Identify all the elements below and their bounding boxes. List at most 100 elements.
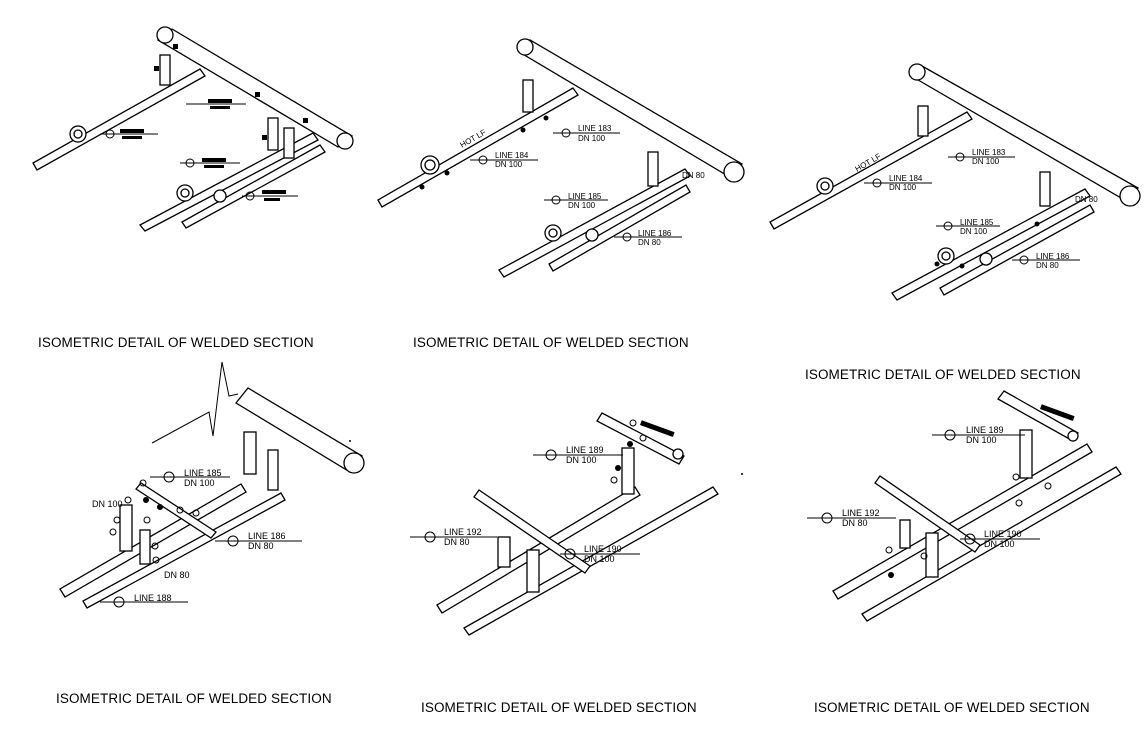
pipe-end (672, 448, 684, 460)
branch-pipe (59, 483, 247, 598)
redacted-label (202, 158, 226, 162)
flange (585, 228, 599, 242)
panel-5-isometric: LINE 189 DN 100 LINE 192 DN 80 LINE 190 … (410, 412, 743, 636)
weld-number (920, 552, 928, 560)
target-symbol (561, 128, 571, 138)
target-symbol (564, 548, 576, 560)
panel-6-isometric: LINE 189 DN 100 LINE 192 DN 80 LINE 190 … (807, 390, 1122, 622)
target-symbol (545, 449, 557, 461)
panel-2-isometric: HOT LF LINE 183 DN 100 LINE 184 DN 100 L… (377, 38, 745, 278)
weld-mark (615, 465, 621, 471)
target-symbol (964, 533, 976, 545)
branch-pipe (891, 188, 1091, 301)
line-183-label: LINE 183 (578, 124, 612, 133)
target-symbol (551, 195, 561, 205)
branch-pipe (82, 492, 286, 609)
target-symbol (955, 152, 965, 162)
caption-panel-3: ISOMETRIC DETAIL OF WELDED SECTION (805, 367, 1081, 382)
riser-pipe (647, 151, 659, 187)
flange (979, 252, 993, 266)
riser-pipe (119, 504, 133, 552)
riser-pipe (899, 519, 911, 549)
line-184-label: LINE 184 (495, 151, 529, 160)
weld-mark (419, 184, 425, 190)
line-192-dn: DN 80 (444, 537, 470, 547)
line-185-dn: DN 100 (960, 227, 988, 236)
redacted-label (262, 190, 286, 194)
flange-bore (73, 129, 83, 139)
target-symbol (944, 429, 956, 441)
riser-pipe (159, 54, 171, 86)
flange-bore (820, 181, 830, 191)
header-pipe (520, 39, 743, 180)
weld-number (143, 516, 151, 524)
redacted-label (204, 165, 224, 168)
target-symbol (163, 471, 175, 483)
target-symbol (185, 158, 195, 168)
flange-bore (180, 188, 190, 198)
dn100-label: DN 100 (92, 499, 123, 509)
weld-mark (934, 261, 940, 267)
weld-number (151, 542, 159, 550)
break-line (151, 361, 239, 444)
weld-number (192, 509, 200, 517)
weld-number (113, 516, 121, 524)
line-190-dn: DN 100 (984, 539, 1015, 549)
line-183-dn: DN 100 (972, 157, 1000, 166)
dn80-label: DN 80 (164, 570, 190, 580)
weld-number (139, 479, 147, 487)
line-184-label: LINE 184 (889, 174, 923, 183)
line-188-label: LINE 188 (134, 593, 172, 603)
panel-3-isometric: HOT LF LINE 183 DN 100 LINE 184 DN 100 L… (769, 63, 1141, 301)
target-symbol (227, 535, 239, 547)
riser-pipe (621, 447, 635, 495)
line-186-dn: DN 80 (1036, 261, 1059, 270)
weld-number (176, 506, 184, 514)
riser-pipe (526, 549, 540, 593)
header-pipe (156, 28, 354, 148)
line-192-label: LINE 192 (842, 508, 880, 518)
flange-bore (941, 251, 951, 261)
weld-mark (154, 66, 159, 71)
line-189-label: LINE 189 (966, 425, 1004, 435)
weld-number (629, 419, 637, 427)
target-symbol (821, 512, 833, 524)
panel-4-isometric: LINE 185 DN 100 LINE 186 DN 80 DN 100 DN… (59, 361, 365, 609)
header-pipe (912, 65, 1139, 203)
pipe-end (343, 452, 365, 474)
caption-panel-6: ISOMETRIC DETAIL OF WELDED SECTION (814, 700, 1090, 715)
line-190-label: LINE 190 (984, 529, 1022, 539)
flange-bore (424, 159, 436, 171)
riser-pipe (1019, 429, 1033, 479)
riser-pipe (917, 105, 929, 137)
pipe-end (1067, 430, 1079, 442)
line-184-dn: DN 100 (889, 183, 917, 192)
riser-pipe (1039, 171, 1051, 207)
weld-mark (959, 263, 965, 269)
weld-mark (888, 572, 894, 578)
weld-number (1015, 499, 1023, 507)
line-183-dn: DN 100 (578, 134, 606, 143)
dot-mark (349, 440, 351, 442)
pipe-end (1119, 185, 1141, 207)
line-189-dn: DN 100 (966, 435, 997, 445)
dn80-label: DN 80 (1075, 195, 1098, 204)
target-symbol (113, 596, 125, 608)
line-183-label: LINE 183 (972, 148, 1006, 157)
flange-bore (548, 228, 558, 238)
branch-pipe (548, 184, 691, 272)
redacted-label (264, 198, 280, 201)
pipe-end (336, 132, 354, 150)
weld-mark (1034, 221, 1040, 227)
branch-pipe (463, 486, 719, 636)
pipe-end (156, 26, 174, 44)
redacted-label (210, 106, 230, 109)
target-symbol (943, 221, 953, 231)
weld-number (124, 496, 132, 504)
weld-number (109, 528, 117, 536)
branch-pipe (377, 87, 579, 208)
flange (213, 189, 227, 203)
riser-pipe (267, 117, 279, 151)
riser-pipe (283, 127, 295, 159)
